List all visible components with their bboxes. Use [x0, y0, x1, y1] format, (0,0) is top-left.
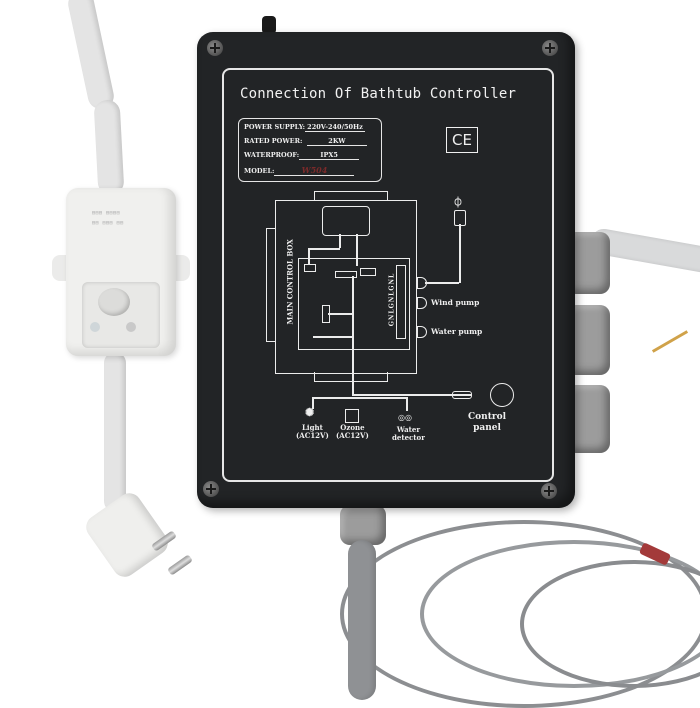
grey-cable-coil: [520, 560, 700, 688]
water-detector-icon: ◎◎: [398, 412, 412, 422]
connector: [304, 264, 316, 272]
wire: [308, 248, 340, 250]
screw-icon: [542, 40, 558, 56]
plug-glyph-icon: ⏀: [453, 198, 463, 209]
box-flange-bottom: [314, 372, 388, 382]
box-flange-left: [266, 228, 276, 342]
ozone-icon: [345, 409, 359, 423]
wire: [425, 282, 459, 284]
controller-box: [197, 32, 575, 508]
wire: [356, 234, 358, 266]
water-pump-label: Water pump: [431, 327, 483, 336]
cable-gland-bottom: [340, 505, 386, 545]
wire: [406, 397, 408, 411]
power-cable: [65, 0, 117, 112]
wire: [312, 397, 407, 399]
spec-table: POWER SUPPLY:220V-240/50Hz RATED POWER: …: [238, 118, 382, 182]
pcb-outline: [298, 258, 410, 350]
schuko-plug: [81, 488, 173, 582]
spec-row-power-supply: POWER SUPPLY:220V-240/50Hz: [244, 123, 365, 132]
spec-value: 220V-240/50Hz: [305, 123, 365, 132]
spec-value: IPX5: [299, 151, 360, 160]
wire: [328, 313, 352, 315]
rcd-imprint: ▤▤ ▤▤▤ ▤▤: [92, 220, 124, 226]
light-label: Light (AC12V): [296, 423, 329, 440]
light-bulb-icon: ✺: [305, 406, 315, 419]
ce-mark: CE: [446, 127, 478, 153]
main-control-box-label: MAIN CONTROL BOX: [285, 239, 295, 325]
wire: [339, 234, 341, 248]
top-knob: [262, 16, 276, 34]
box-flange-top: [314, 191, 388, 201]
screw-icon: [203, 481, 219, 497]
output-socket: [417, 297, 427, 309]
power-cable: [93, 99, 125, 196]
output-socket: [417, 326, 427, 338]
spec-row-rated-power: RATED POWER: 2KW: [244, 137, 367, 146]
label-title: Connection Of Bathtub Controller: [240, 86, 517, 102]
spec-row-waterproof: WATERPROOF:IPX5: [244, 151, 360, 160]
grey-cable-coil: [420, 540, 700, 688]
terminal-labels: GNLGNLGNL: [388, 272, 396, 327]
plug-icon: [454, 210, 466, 226]
wire-tip: [651, 330, 689, 353]
screw-icon: [207, 40, 223, 56]
control-panel-icon: [490, 383, 514, 407]
main-control-box-outline: [275, 200, 417, 374]
screw-icon: [541, 483, 557, 499]
rcd-test-button[interactable]: [98, 288, 130, 316]
spec-value-handwritten: W504: [274, 165, 355, 176]
label-frame: [222, 68, 554, 482]
wind-pump-label: Wind pump: [431, 298, 480, 307]
water-detector-label: Water detector: [392, 425, 425, 442]
spec-row-model: MODEL:W504: [244, 165, 355, 176]
terminal-block: [396, 265, 406, 339]
power-cable-lower: [104, 352, 126, 512]
wire: [308, 248, 310, 264]
connector: [335, 271, 357, 278]
rcd-led-left: [90, 322, 100, 332]
wire: [459, 224, 461, 283]
wire: [313, 336, 353, 338]
rcd-led-right: [126, 322, 136, 332]
inline-connector: [452, 391, 472, 399]
grey-cable-bottom: [348, 540, 376, 700]
control-panel-label: Control panel: [468, 412, 507, 433]
rcd-imprint: ▤▤▤ ▤▤▤▤: [92, 210, 121, 216]
ozone-label: Ozone (AC12V): [336, 423, 369, 440]
spec-value: 2KW: [306, 137, 367, 146]
wire: [312, 397, 314, 409]
plug-pin: [167, 554, 193, 576]
connector: [360, 268, 376, 276]
wire: [352, 394, 472, 396]
transformer: [322, 206, 370, 236]
wire: [352, 276, 354, 396]
